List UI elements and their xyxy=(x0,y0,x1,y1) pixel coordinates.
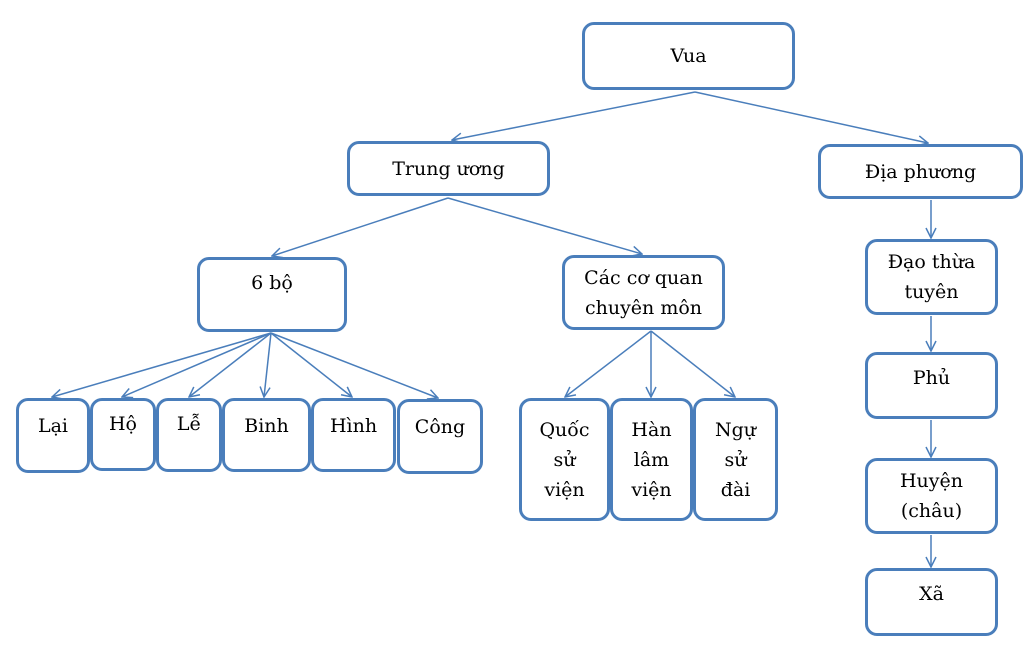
arrow-6-bo-to-lai xyxy=(52,332,272,397)
arrow-trung-uong-to-6-bo xyxy=(272,197,449,256)
arrow-6-bo-to-hinh xyxy=(270,332,352,397)
node-6-bo: 6 bộ xyxy=(197,257,347,332)
arrow-6-bo-to-le xyxy=(189,332,272,397)
arrow-co-quan-to-ngu-su-dai xyxy=(650,330,735,397)
node-xa: Xã xyxy=(865,568,998,636)
arrow-co-quan-to-quoc-su-vien xyxy=(565,330,652,397)
node-hinh: Hình xyxy=(311,398,396,472)
node-huyen: Huyện (châu) xyxy=(865,458,998,534)
node-ho: Hộ xyxy=(90,398,156,471)
node-phu: Phủ xyxy=(865,352,998,419)
node-lai: Lại xyxy=(16,398,90,473)
node-binh: Binh xyxy=(222,398,311,472)
node-cong: Công xyxy=(397,399,483,474)
node-vua: Vua xyxy=(582,22,795,90)
node-trung-uong: Trung ương xyxy=(347,141,550,196)
arrow-vua-to-dia-phuong xyxy=(694,91,928,143)
node-dia-phuong: Địa phương xyxy=(818,144,1023,199)
node-cac-co-quan-chuyen-mon: Các cơ quan chuyên môn xyxy=(562,255,725,330)
node-dao-thua-tuyen: Đạo thừa tuyên xyxy=(865,239,998,315)
arrow-6-bo-to-cong xyxy=(270,332,438,398)
arrow-6-bo-to-binh xyxy=(264,332,272,397)
node-han-lam-vien: Hàn lâm viện xyxy=(610,398,693,521)
arrow-vua-to-trung-uong xyxy=(452,91,696,140)
arrow-trung-uong-to-co-quan xyxy=(447,197,642,254)
node-ngu-su-dai: Ngự sử đài xyxy=(693,398,778,521)
node-le: Lễ xyxy=(156,398,222,472)
arrow-6-bo-to-ho xyxy=(122,332,272,397)
node-quoc-su-vien: Quốc sử viện xyxy=(519,398,610,521)
